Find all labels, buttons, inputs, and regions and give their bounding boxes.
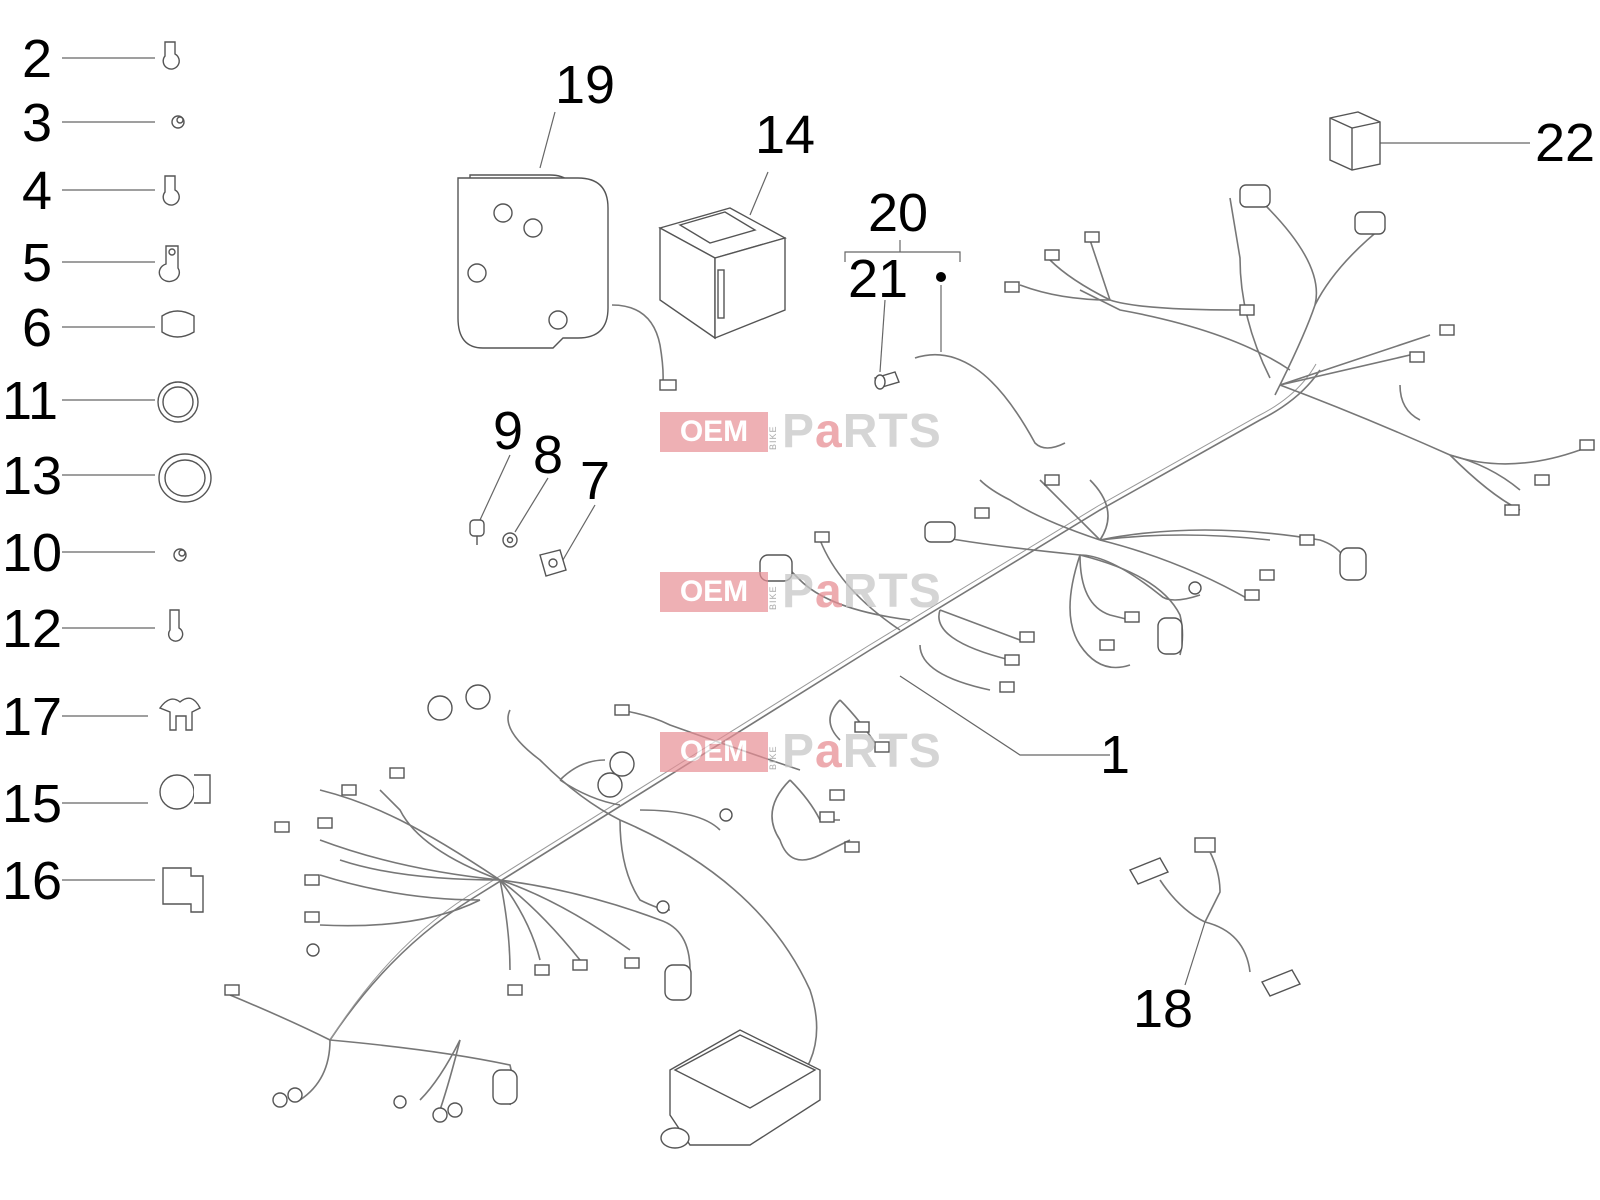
part-number-13: 13 [2, 446, 63, 506]
part-number-15: 15 [2, 774, 63, 834]
parts-7-8-9 [469, 519, 567, 577]
watermark-oem: OEM [660, 412, 768, 452]
part-number-12: 12 [2, 599, 63, 659]
part-number-21: 21 [848, 249, 909, 309]
watermark-bike: BIKE [768, 425, 778, 450]
watermark-bike: BIKE [768, 585, 778, 610]
part-1-harness [229, 197, 1581, 1149]
watermark-bike: BIKE [768, 745, 778, 770]
part-20-21-wire [874, 272, 1066, 449]
part-number-4: 4 [22, 161, 53, 221]
part-number-14: 14 [755, 105, 816, 165]
part-number-17: 17 [2, 687, 63, 747]
part-number-19: 19 [555, 55, 616, 115]
watermark-parts: PaRTS [782, 405, 942, 458]
part-number-3: 3 [22, 93, 53, 153]
small-parts [157, 41, 212, 913]
part-number-22: 22 [1535, 113, 1596, 173]
part-number-1: 1 [1100, 725, 1131, 785]
part-number-2: 2 [22, 29, 53, 89]
watermark-oem: OEM [660, 732, 768, 772]
part-number-9: 9 [493, 401, 524, 461]
watermark-oem: OEM [660, 572, 768, 612]
part-number-8: 8 [533, 425, 564, 485]
watermark: OEM BIKE PaRTS [660, 406, 941, 458]
connectors [224, 184, 1595, 1123]
part-number-5: 5 [22, 233, 53, 293]
part-number-11: 11 [2, 371, 59, 431]
watermark: OEM BIKE PaRTS [660, 726, 941, 778]
watermark-parts: PaRTS [782, 725, 942, 778]
part-18-adapter [1128, 837, 1302, 997]
watermark: OEM BIKE PaRTS [660, 566, 941, 618]
part-number-20: 20 [868, 183, 929, 243]
watermark-parts: PaRTS [782, 565, 942, 618]
leader-lines [62, 57, 1530, 986]
part-22-box [1329, 111, 1381, 171]
part-14-box [658, 207, 787, 340]
part-number-10: 10 [2, 523, 63, 583]
part-number-18: 18 [1133, 979, 1194, 1039]
part-number-6: 6 [22, 298, 53, 358]
part-number-16: 16 [2, 851, 63, 911]
part-number-7: 7 [580, 451, 611, 511]
part-19-module [457, 174, 677, 391]
